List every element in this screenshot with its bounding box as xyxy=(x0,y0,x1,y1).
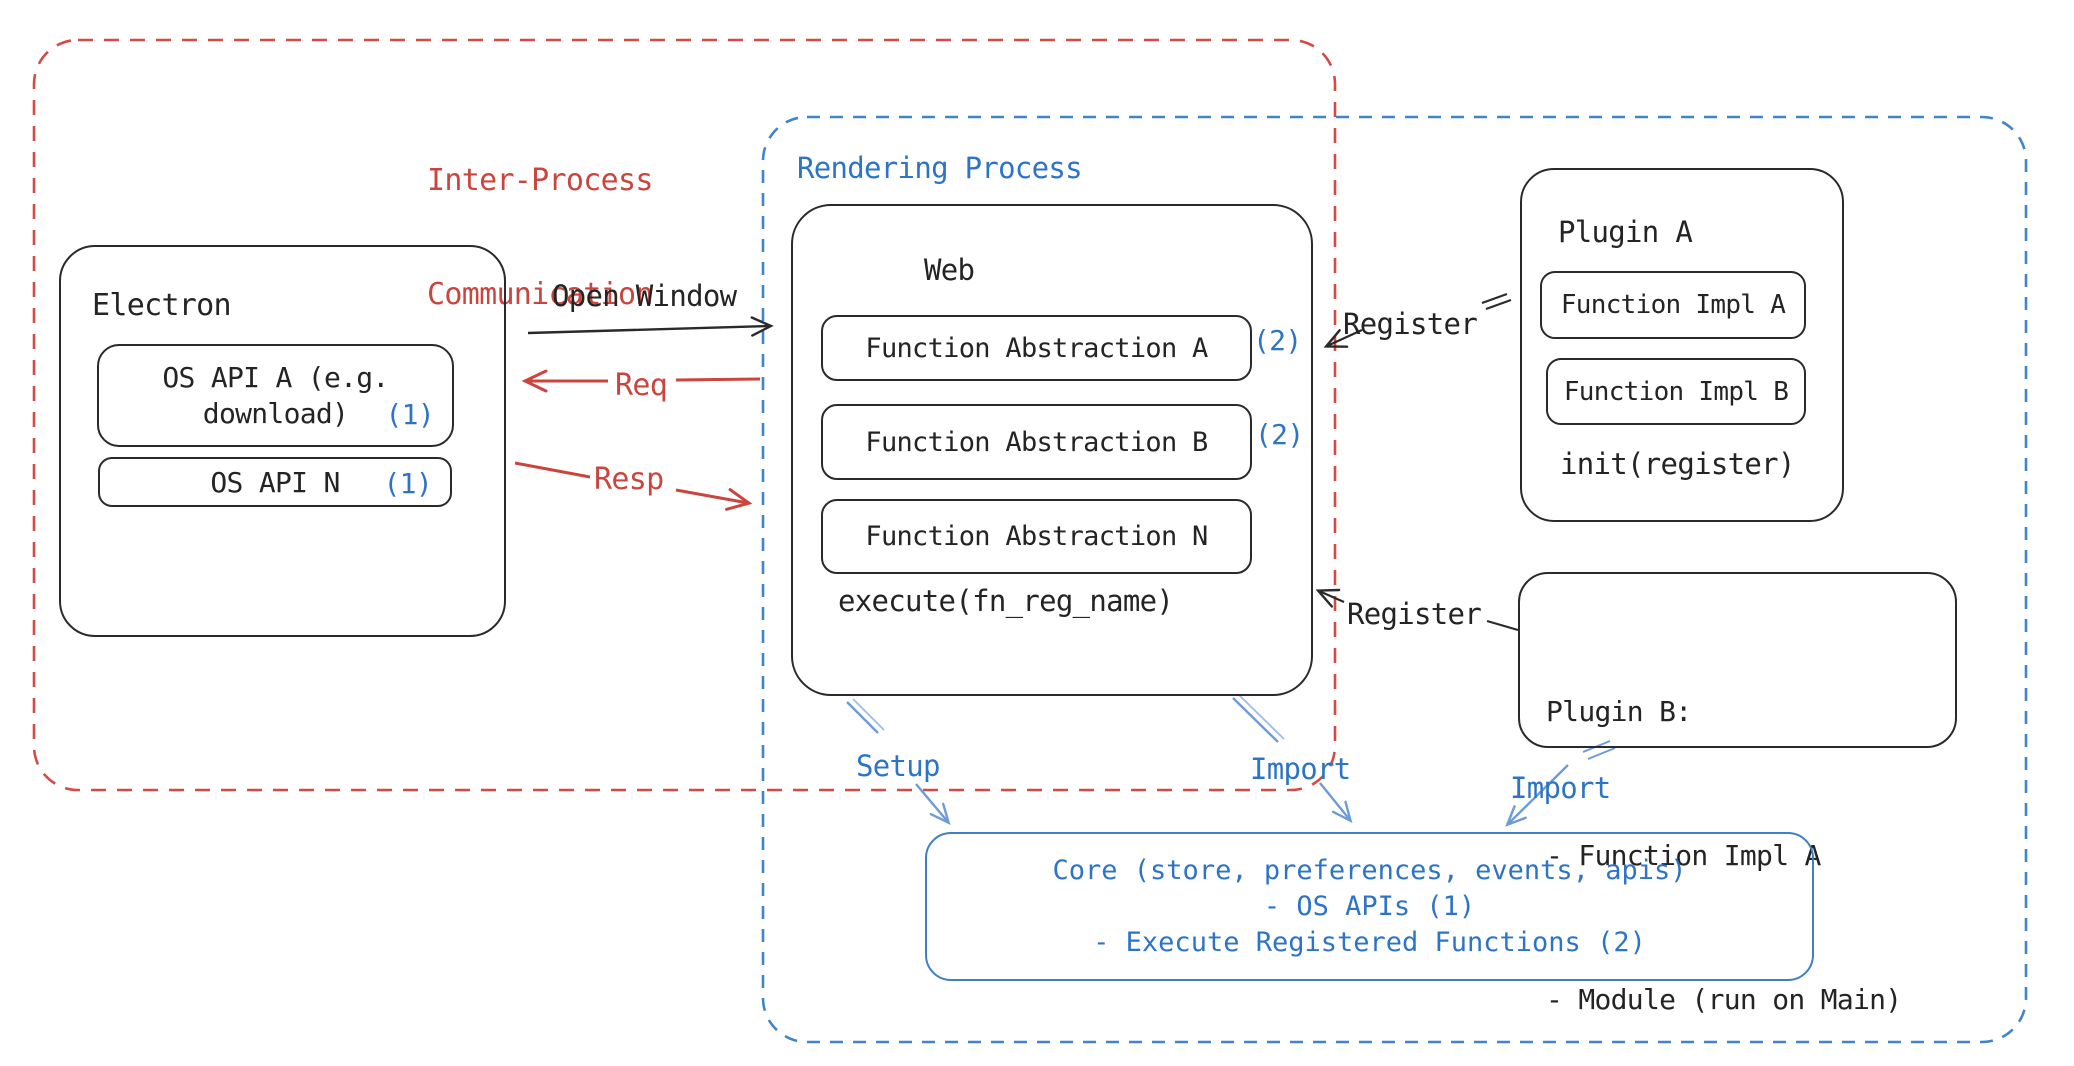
register-plugin-b-label: Register xyxy=(1347,597,1482,631)
import-web-arrow-tail xyxy=(1232,697,1279,743)
register-plugin-a-label: Register xyxy=(1343,307,1478,341)
function-abstraction-n-box: Function Abstraction N xyxy=(821,499,1252,574)
function-abstraction-n-label: Function Abstraction N xyxy=(865,521,1208,552)
electron-box xyxy=(59,245,506,637)
ipc-label-line2: Communication xyxy=(427,277,653,312)
resp-arrow xyxy=(675,488,753,511)
setup-arrow-tail xyxy=(846,701,879,734)
setup-label: Setup xyxy=(856,749,941,783)
os-api-a-line2: download) xyxy=(202,396,349,430)
setup-arrow xyxy=(915,783,951,826)
plugin-b-line2: - Function Impl A xyxy=(1546,839,1821,872)
req-arrow-tail xyxy=(675,377,761,382)
electron-title: Electron xyxy=(92,288,232,323)
req-label: Req xyxy=(615,368,668,403)
rendering-process-boundary xyxy=(761,115,2028,1044)
core-line1: Core (store, preferences, events, apis) xyxy=(1052,854,1687,886)
function-impl-b-box: Function Impl B xyxy=(1546,358,1806,425)
plugin-a-init-label: init(register) xyxy=(1560,447,1795,481)
resp-arrow-tail xyxy=(514,461,591,479)
plugin-b-box xyxy=(1518,572,1957,748)
plugin-b-line1: Plugin B: xyxy=(1546,695,1692,728)
web-title: Web xyxy=(924,253,975,287)
function-abstraction-a-label: Function Abstraction A xyxy=(865,332,1208,364)
register-b-tail xyxy=(1486,619,1519,632)
plugin-a-box xyxy=(1520,168,1844,522)
core-box: Core (store, preferences, events, apis) … xyxy=(925,832,1814,981)
web-box xyxy=(791,204,1313,696)
register-a-arrow xyxy=(1323,328,1363,348)
function-impl-a-box: Function Impl A xyxy=(1540,271,1806,339)
ipc-boundary xyxy=(32,38,1337,792)
plugin-a-title: Plugin A xyxy=(1558,215,1693,249)
import-web-arrow xyxy=(1319,782,1353,824)
setup-arrow-tail-sketch xyxy=(852,698,885,731)
import-web-arrow-tail-sketch xyxy=(1238,694,1285,740)
execute-label: execute(fn_reg_name) xyxy=(838,584,1174,618)
ipc-label-line1: Inter-Process xyxy=(427,163,653,198)
function-abstraction-b-badge: (2) xyxy=(1255,418,1304,451)
os-api-n-box: OS API N (1) xyxy=(98,457,452,507)
register-b-arrow xyxy=(1315,588,1345,608)
resp-label: Resp xyxy=(594,462,664,497)
function-impl-a-label: Function Impl A xyxy=(1560,290,1786,320)
plugin-b-text: Plugin B: - Function Impl A - Module (ru… xyxy=(1546,592,1902,1066)
os-api-n-label: OS API N xyxy=(210,465,340,499)
rendering-process-label: Rendering Process xyxy=(797,151,1083,185)
open-window-arrow xyxy=(527,316,774,337)
function-abstraction-a-badge: (2) xyxy=(1253,324,1302,357)
import-web-label: Import xyxy=(1250,752,1351,786)
function-impl-b-label: Function Impl B xyxy=(1563,376,1789,407)
os-api-a-line1: OS API A (e.g. xyxy=(162,360,389,394)
os-api-a-badge: (1) xyxy=(385,398,435,431)
import-plugin-b-label: Import xyxy=(1510,771,1611,805)
function-abstraction-b-box: Function Abstraction B xyxy=(821,404,1252,480)
open-window-label: Open Window xyxy=(552,279,737,313)
os-api-n-badge: (1) xyxy=(383,467,433,500)
core-line3: - Execute Registered Functions (2) xyxy=(1093,926,1646,958)
core-line2: - OS APIs (1) xyxy=(1263,890,1476,922)
register-a-tick xyxy=(1481,293,1512,310)
import-plugin-b-arrow xyxy=(1505,764,1569,827)
ipc-label: Inter-Process Communication xyxy=(427,86,653,390)
function-abstraction-a-box: Function Abstraction A xyxy=(821,315,1252,381)
plugin-b-line3: - Module (run on Main) xyxy=(1546,983,1902,1016)
os-api-a-box: OS API A (e.g. download) (1) xyxy=(97,344,454,447)
function-abstraction-b-label: Function Abstraction B xyxy=(865,426,1208,458)
